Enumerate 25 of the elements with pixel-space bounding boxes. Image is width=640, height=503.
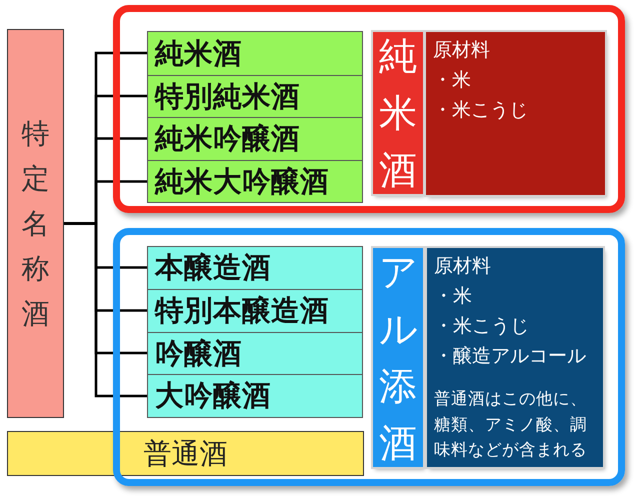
list-item: ・米 — [434, 284, 472, 309]
category-box: 特別純米酒 — [147, 75, 363, 117]
category-box: 特別本醸造酒 — [147, 289, 363, 332]
list-item: ・米 — [433, 68, 471, 93]
category-box: 大吟醸酒 — [147, 374, 363, 418]
category-box: 純米酒 — [147, 31, 363, 75]
list-item: ・米こうじ — [433, 98, 528, 123]
info-panel — [426, 32, 605, 195]
category-box: 普通酒 — [7, 431, 364, 476]
category-box: 特定名称酒 — [7, 29, 64, 418]
category-box: 純米吟醸酒 — [147, 117, 363, 160]
list-item: ・米こうじ — [434, 314, 529, 339]
info-panel — [427, 248, 603, 467]
category-box: 本醸造酒 — [147, 246, 363, 289]
label-box: 純米酒 — [373, 32, 423, 194]
panel-heading: 原材料 — [434, 254, 491, 279]
label-box: アル添酒 — [373, 248, 423, 467]
note-text: 普通酒はこの他に、糖類、アミノ酸、調味料などが含まれる — [434, 388, 588, 461]
connector-line — [64, 222, 147, 398]
category-box: 純米大吟醸酒 — [147, 160, 363, 203]
group-frame — [113, 228, 625, 486]
category-box: 吟醸酒 — [147, 332, 363, 374]
panel-heading: 原材料 — [433, 38, 490, 63]
list-item: ・醸造アルコール — [434, 344, 586, 369]
group-frame — [113, 5, 625, 213]
